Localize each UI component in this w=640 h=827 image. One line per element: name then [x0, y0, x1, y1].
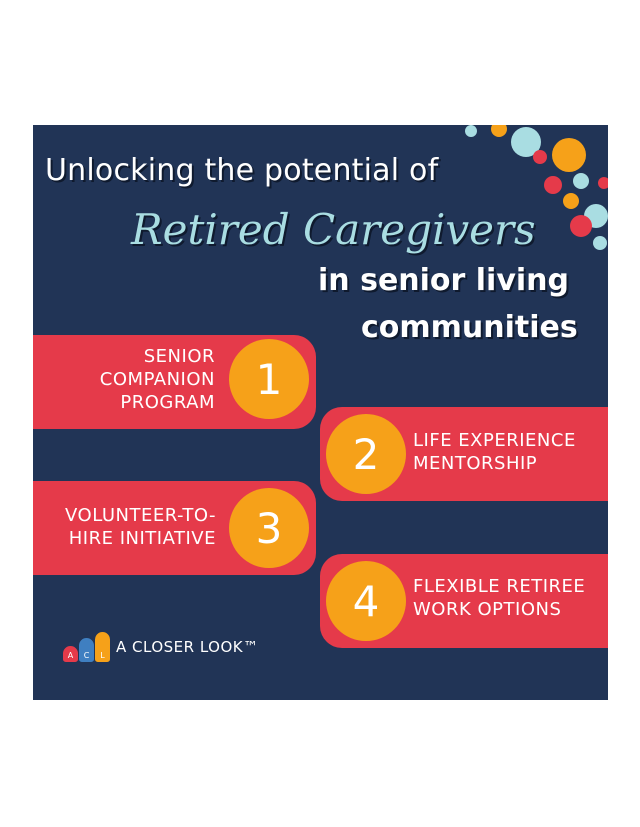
logo-bar-c: C [79, 638, 94, 662]
acl-logo: A C L A CLOSER LOOK™ [63, 632, 259, 662]
item-label-2-line-2: MENTORSHIP [413, 453, 538, 474]
decorative-dot [552, 138, 586, 172]
infographic-card: Unlocking the potential of Retired Careg… [33, 125, 608, 700]
item-label-2-line-1: LIFE EXPERIENCE [413, 430, 576, 451]
decorative-dot [544, 176, 562, 194]
item-number-2: 2 [326, 414, 406, 494]
title-line-4: communities [361, 310, 578, 345]
item-label-3: VOLUNTEER-TO- HIRE INITIATIVE [41, 504, 216, 550]
logo-text: A CLOSER LOOK™ [116, 638, 259, 656]
item-number-3: 3 [229, 488, 309, 568]
item-label-1-line-2: COMPANION [99, 369, 215, 390]
logo-bar-l: L [95, 632, 110, 662]
decorative-dot [598, 177, 608, 189]
item-label-4-line-1: FLEXIBLE RETIREE [413, 576, 586, 597]
decorative-dot [533, 150, 547, 164]
title-highlight: Retired Caregivers [131, 205, 536, 254]
item-label-4-line-2: WORK OPTIONS [413, 599, 562, 620]
item-label-1-line-1: SENIOR [143, 346, 215, 367]
logo-bars-icon: A C L [63, 632, 110, 662]
item-label-1: SENIOR COMPANION PROGRAM [53, 345, 215, 414]
decorative-dot [491, 125, 507, 137]
item-number-1: 1 [229, 339, 309, 419]
decorative-dot [573, 173, 589, 189]
title-line-1: Unlocking the potential of [45, 153, 439, 188]
title-line-3: in senior living [318, 263, 570, 298]
item-label-4: FLEXIBLE RETIREE WORK OPTIONS [413, 575, 608, 621]
item-label-1-line-3: PROGRAM [120, 392, 215, 413]
item-label-3-line-1: VOLUNTEER-TO- [65, 505, 216, 526]
decorative-dot [593, 236, 607, 250]
decorative-dot [465, 125, 477, 137]
item-number-4: 4 [326, 561, 406, 641]
item-label-2: LIFE EXPERIENCE MENTORSHIP [413, 429, 603, 475]
logo-bar-a: A [63, 646, 78, 662]
decorative-dot [563, 193, 579, 209]
decorative-dot [570, 215, 592, 237]
item-label-3-line-2: HIRE INITIATIVE [68, 528, 216, 549]
